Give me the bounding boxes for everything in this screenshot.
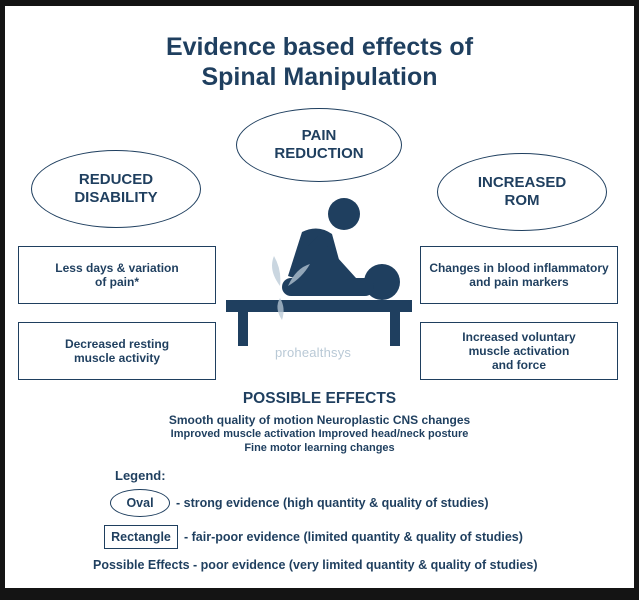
oval-reduced-disability: REDUCED DISABILITY (31, 150, 201, 228)
oval-pain-reduction: PAIN REDUCTION (236, 108, 402, 182)
legend-possible-effects: Possible Effects - poor evidence (very l… (93, 558, 538, 572)
legend-oval-row: Oval - strong evidence (high quantity & … (110, 489, 489, 517)
legend-rect-description: - fair-poor evidence (limited quantity &… (184, 530, 523, 544)
rect-voluntary-activation: Increased voluntary muscle activation an… (420, 322, 618, 380)
title-line-2: Spinal Manipulation (201, 63, 438, 91)
legend-rect-shape: Rectangle (104, 525, 178, 549)
legend-rect-row: Rectangle - fair-poor evidence (limited … (104, 525, 523, 549)
chiropractor-treating-patient-icon (226, 198, 412, 346)
rect-decreased-resting-muscle: Decreased resting muscle activity (18, 322, 216, 380)
rect-less-days-pain: Less days & variation of pain* (18, 246, 216, 304)
diagram-card (5, 6, 634, 588)
title-line-1: Evidence based effects of (165, 33, 474, 61)
possible-effects-line-2: Improved muscle activation Improved head… (170, 428, 469, 440)
possible-effects-line-3: Fine motor learning changes (244, 442, 395, 454)
rect-blood-markers: Changes in blood inflammatory and pain m… (420, 246, 618, 304)
oval-increased-rom: INCREASED ROM (437, 153, 607, 231)
possible-effects-line-1: Smooth quality of motion Neuroplastic CN… (168, 413, 471, 427)
legend-oval-description: - strong evidence (high quantity & quali… (176, 496, 489, 510)
legend-oval-shape: Oval (110, 489, 170, 517)
watermark-text: prohealthsys (275, 345, 352, 360)
legend-heading: Legend: (115, 468, 166, 483)
possible-effects-heading: POSSIBLE EFFECTS (242, 390, 397, 407)
